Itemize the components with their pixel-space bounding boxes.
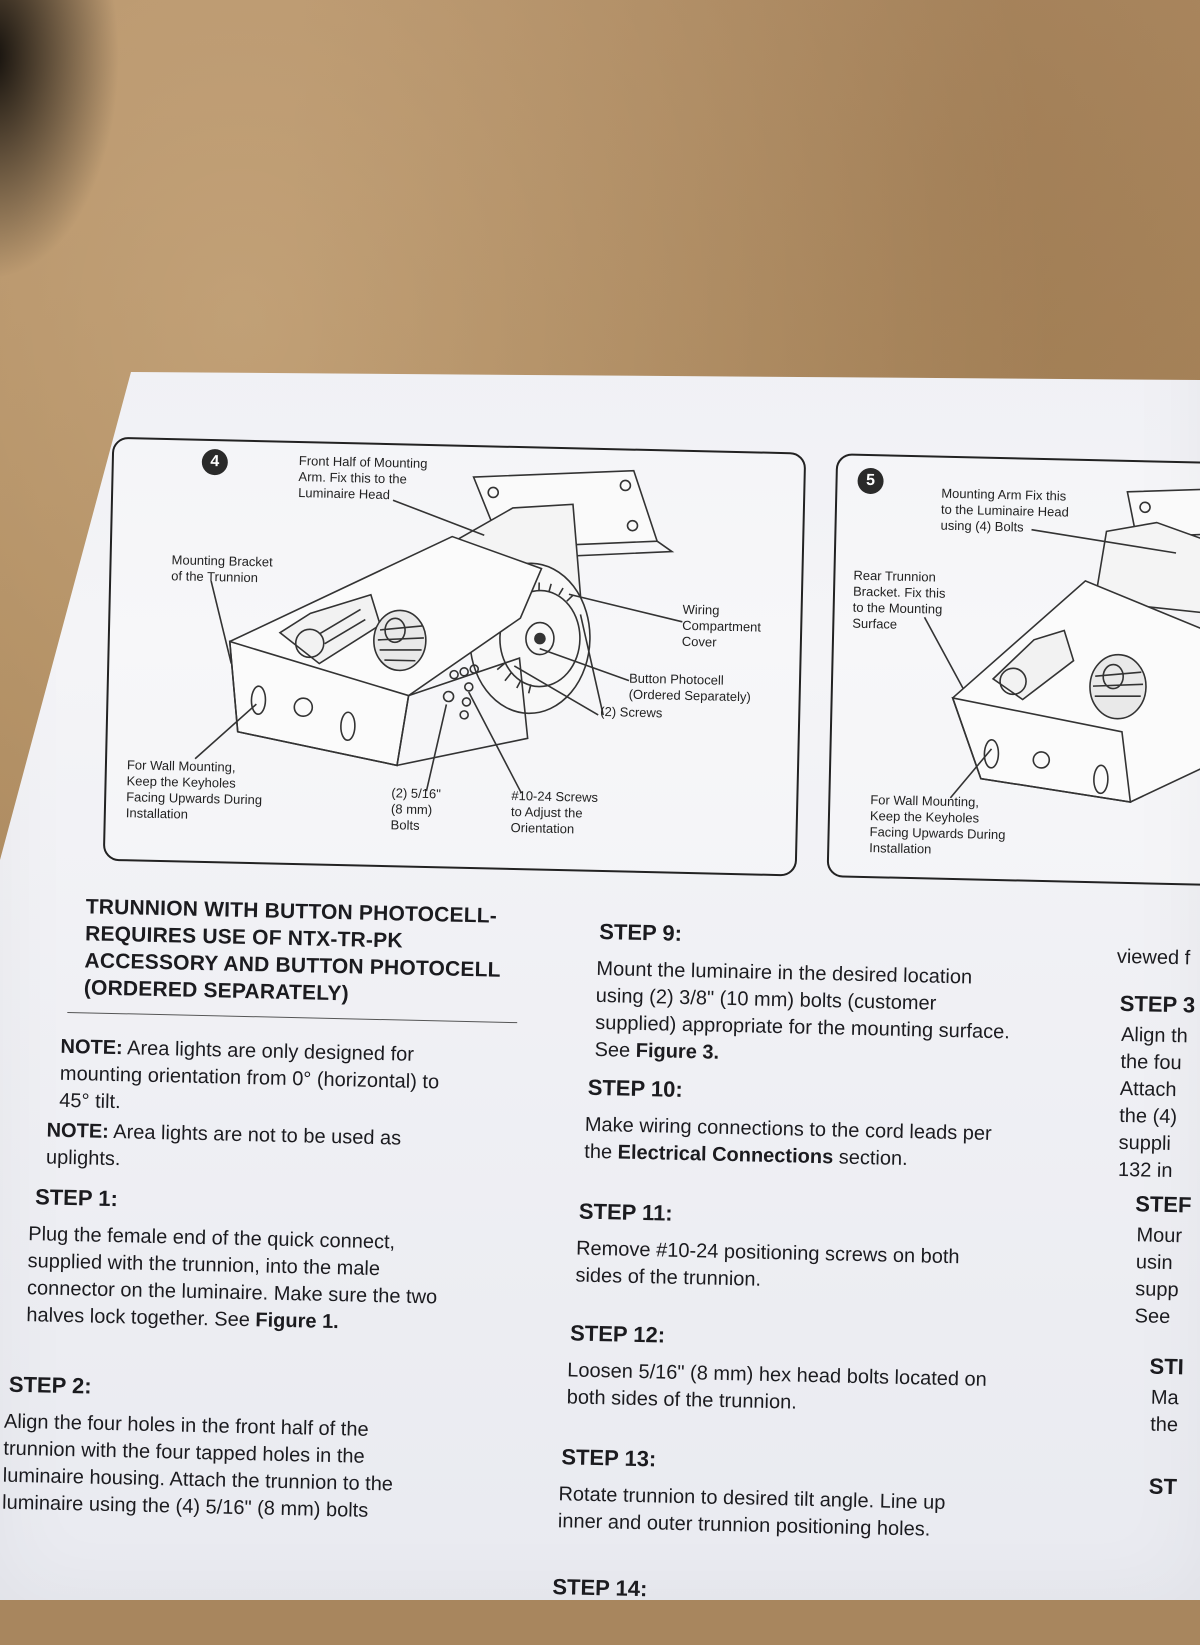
section-heading: TRUNNION WITH BUTTON PHOTOCELL- REQUIRES… bbox=[83, 895, 501, 1006]
callout-front-half: Front Half of Mounting Arm. Fix this to … bbox=[297, 453, 428, 503]
callout-wall-mounting-5: For Wall Mounting, Keep the Keyholes Fac… bbox=[869, 792, 1006, 857]
callout-rear-bracket: Rear Trunnion Bracket. Fix this to the M… bbox=[852, 567, 946, 632]
right-step-final-title: ST bbox=[1148, 1473, 1178, 1500]
step-12-text: Loosen 5/16" (8 mm) hex head bolts locat… bbox=[566, 1359, 988, 1414]
paper-shade bbox=[0, 372, 1200, 1600]
step-13-text: Rotate trunnion to desired tilt angle. L… bbox=[557, 1483, 946, 1541]
step-1-body: Plug the female end of the quick connect… bbox=[26, 1223, 438, 1332]
step-1-figure-ref: Figure 1. bbox=[255, 1309, 340, 1334]
step-14-title: STEP 14: bbox=[552, 1574, 648, 1602]
callout-mounting-bracket: Mounting Bracket of the Trunnion bbox=[171, 552, 273, 586]
step-9-title: STEP 9: bbox=[599, 918, 683, 946]
note-1-label: NOTE: bbox=[60, 1035, 123, 1060]
corner-shadow bbox=[0, 0, 120, 280]
step-9-figure-ref: Figure 3. bbox=[635, 1039, 720, 1064]
step-1-title: STEP 1: bbox=[34, 1184, 119, 1212]
step-1-text: Plug the female end of the quick connect… bbox=[26, 1221, 548, 1341]
callout-wall-mounting-4: For Wall Mounting, Keep the Keyholes Fac… bbox=[125, 757, 263, 822]
callout-wiring-cover: Wiring Compartment Cover bbox=[681, 601, 762, 650]
step-11-title: STEP 11: bbox=[578, 1198, 673, 1226]
right-step-3-text: Align th the fou Attach the (4) suppli 1… bbox=[1117, 1023, 1189, 1183]
step-13-title: STEP 13: bbox=[561, 1444, 657, 1472]
note-2-label: NOTE: bbox=[46, 1119, 110, 1143]
callout-screws: (2) Screws bbox=[600, 703, 663, 721]
figure-4-box: 4 bbox=[102, 436, 807, 877]
figure-5-box: 5 Mounting Arm Fix this to bbox=[826, 453, 1200, 887]
note-2: NOTE: Area lights are not to be used as … bbox=[46, 1118, 527, 1183]
callout-mounting-arm: Mounting Arm Fix this to the Luminaire H… bbox=[940, 485, 1070, 535]
step-10-text: Make wiring connections to the cord lead… bbox=[584, 1112, 1105, 1178]
section-divider bbox=[67, 1011, 518, 1024]
step-2-text: Align the four holes in the front half o… bbox=[1, 1410, 394, 1522]
trunnion-diagram-5 bbox=[923, 488, 1200, 803]
right-step-3-title: STEP 3 bbox=[1119, 990, 1196, 1018]
step-12-title: STEP 12: bbox=[569, 1320, 666, 1348]
right-step-last-title: STI bbox=[1149, 1353, 1185, 1380]
right-line-1: viewed f bbox=[1116, 945, 1191, 970]
trunnion-diagram-4 bbox=[194, 469, 683, 794]
right-column: viewed f STEP 3 Align th the fou Attach … bbox=[1093, 942, 1200, 1644]
right-step-next-title: STEF bbox=[1134, 1191, 1192, 1218]
note-1: NOTE: Area lights are only designed for … bbox=[59, 1034, 541, 1126]
step-11-text: Remove #10-24 positioning screws on both… bbox=[575, 1237, 960, 1291]
callout-orientation-screws: #10-24 Screws to Adjust the Orientation bbox=[510, 787, 599, 837]
right-step-last-text: Ma the bbox=[1149, 1386, 1179, 1437]
step-2-title: STEP 2: bbox=[8, 1371, 92, 1399]
step-9-text: Mount the luminaire in the desired locat… bbox=[594, 956, 1116, 1076]
step-10-body-b: section. bbox=[832, 1146, 908, 1171]
step-10-title: STEP 10: bbox=[587, 1074, 683, 1102]
right-step-next-text: Mour usin supp See bbox=[1134, 1224, 1183, 1329]
callout-bolts: (2) 5/16" (8 mm) Bolts bbox=[390, 785, 441, 833]
callout-button-photocell: Button Photocell (Ordered Separately) bbox=[628, 670, 751, 705]
instruction-sheet bbox=[0, 372, 1200, 1600]
step-10-section-ref: Electrical Connections bbox=[617, 1141, 834, 1169]
